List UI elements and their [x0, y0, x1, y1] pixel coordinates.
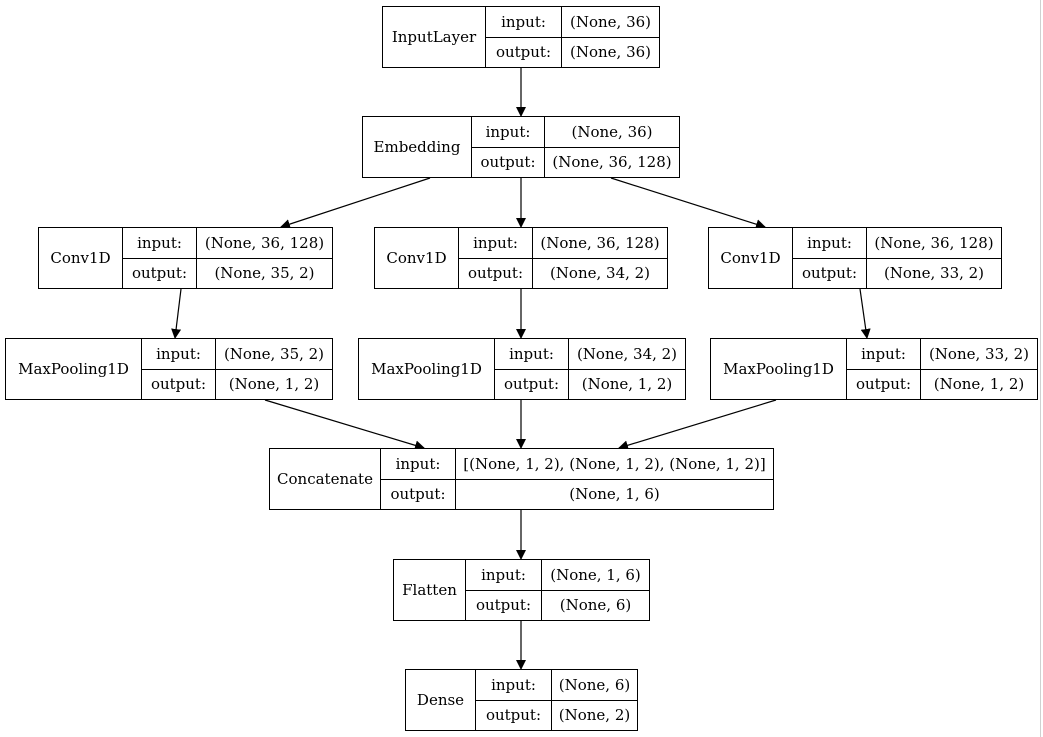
output-label: output:	[476, 699, 551, 731]
input-label: input:	[473, 233, 518, 252]
output-shape: (None, 34, 2)	[533, 257, 667, 289]
layer-name: Conv1D	[39, 228, 123, 288]
shape-values: (None, 36, 128) (None, 35, 2)	[197, 228, 332, 288]
output-shape: (None, 36)	[562, 36, 659, 68]
layer-node-dense: Dense input: output: (None, 6) (None, 2)	[405, 669, 638, 731]
input-label: input:	[481, 565, 526, 584]
input-label: input:	[491, 675, 536, 694]
layer-name: Flatten	[394, 560, 466, 620]
port-labels: input: output:	[381, 449, 456, 509]
input-shape: (None, 6)	[558, 675, 631, 694]
output-shape: (None, 2)	[552, 699, 637, 731]
layer-name: MaxPooling1D	[6, 339, 142, 399]
shape-values: [(None, 1, 2), (None, 1, 2), (None, 1, 2…	[456, 449, 773, 509]
input-label: input:	[501, 12, 546, 31]
input-shape: (None, 33, 2)	[928, 344, 1030, 363]
shape-values: (None, 6) (None, 2)	[552, 670, 637, 730]
input-label: input:	[807, 233, 852, 252]
layer-name: Dense	[406, 670, 476, 730]
output-label: output:	[142, 368, 215, 400]
input-shape: (None, 36, 128)	[874, 233, 994, 252]
input-label: input:	[156, 344, 201, 363]
port-labels: input: output:	[142, 339, 216, 399]
input-label: input:	[395, 454, 441, 473]
shape-values: (None, 36, 128) (None, 33, 2)	[867, 228, 1001, 288]
shape-values: (None, 36) (None, 36)	[562, 7, 659, 67]
edge-embedding-to-conv1d-1	[280, 177, 431, 229]
output-shape: (None, 36, 128)	[545, 146, 679, 178]
layer-name: Conv1D	[709, 228, 793, 288]
output-shape: (None, 35, 2)	[197, 257, 332, 289]
port-labels: input: output:	[476, 670, 552, 730]
port-labels: input: output:	[847, 339, 921, 399]
output-shape: (None, 33, 2)	[867, 257, 1001, 289]
output-label: output:	[847, 368, 920, 400]
shape-values: (None, 1, 6) (None, 6)	[542, 560, 649, 620]
shape-values: (None, 34, 2) (None, 1, 2)	[569, 339, 685, 399]
input-shape: (None, 1, 6)	[550, 565, 641, 584]
output-label: output:	[793, 257, 866, 289]
output-shape: (None, 1, 2)	[921, 368, 1037, 400]
edge-conv1d-1-to-maxpool-1	[171, 288, 182, 339]
edge-maxpool-1-to-concatenate	[264, 399, 425, 451]
output-label: output:	[459, 257, 532, 289]
output-shape: (None, 1, 2)	[569, 368, 685, 400]
layer-name: Conv1D	[375, 228, 459, 288]
shape-values: (None, 33, 2) (None, 1, 2)	[921, 339, 1037, 399]
layer-node-concatenate: Concatenate input: output: [(None, 1, 2), (…	[269, 448, 774, 510]
output-shape: (None, 6)	[542, 589, 649, 621]
input-shape: (None, 36)	[569, 12, 652, 31]
input-shape: [(None, 1, 2), (None, 1, 2), (None, 1, 2…	[463, 454, 766, 473]
layer-name: MaxPooling1D	[359, 339, 495, 399]
input-shape: (None, 36, 128)	[540, 233, 660, 252]
output-label: output:	[466, 589, 541, 621]
edge-conv1d-3-to-maxpool-3	[859, 288, 871, 339]
output-label: output:	[486, 36, 561, 68]
port-labels: input: output:	[459, 228, 533, 288]
input-shape: (None, 35, 2)	[223, 344, 325, 363]
edge-embedding-to-conv1d-3	[610, 177, 766, 230]
output-label: output:	[123, 257, 196, 289]
input-label: input:	[137, 233, 182, 252]
layer-node-flatten: Flatten input: output: (None, 1, 6) (None, 6…	[393, 559, 650, 621]
input-shape: (None, 34, 2)	[576, 344, 678, 363]
port-labels: input: output:	[123, 228, 197, 288]
output-shape: (None, 1, 6)	[456, 478, 773, 510]
port-labels: input: output:	[486, 7, 562, 67]
port-labels: input: output:	[495, 339, 569, 399]
layer-name: InputLayer	[383, 7, 486, 67]
output-shape: (None, 1, 2)	[216, 368, 332, 400]
shape-values: (None, 36) (None, 36, 128)	[545, 117, 679, 177]
input-shape: (None, 36, 128)	[204, 233, 325, 252]
input-label: input:	[509, 344, 554, 363]
output-label: output:	[472, 146, 544, 178]
shape-values: (None, 36, 128) (None, 34, 2)	[533, 228, 667, 288]
layer-name: Embedding	[363, 117, 472, 177]
output-label: output:	[495, 368, 568, 400]
input-label: input:	[485, 122, 531, 141]
input-shape: (None, 36)	[571, 122, 653, 141]
port-labels: input: output:	[472, 117, 545, 177]
input-label: input:	[861, 344, 906, 363]
layer-name: MaxPooling1D	[711, 339, 847, 399]
port-labels: input: output:	[793, 228, 867, 288]
edge-maxpool-3-to-concatenate	[618, 399, 777, 451]
layer-name: Concatenate	[270, 449, 381, 509]
window-edge	[1040, 0, 1041, 737]
port-labels: input: output:	[466, 560, 542, 620]
shape-values: (None, 35, 2) (None, 1, 2)	[216, 339, 332, 399]
output-label: output:	[381, 478, 455, 510]
